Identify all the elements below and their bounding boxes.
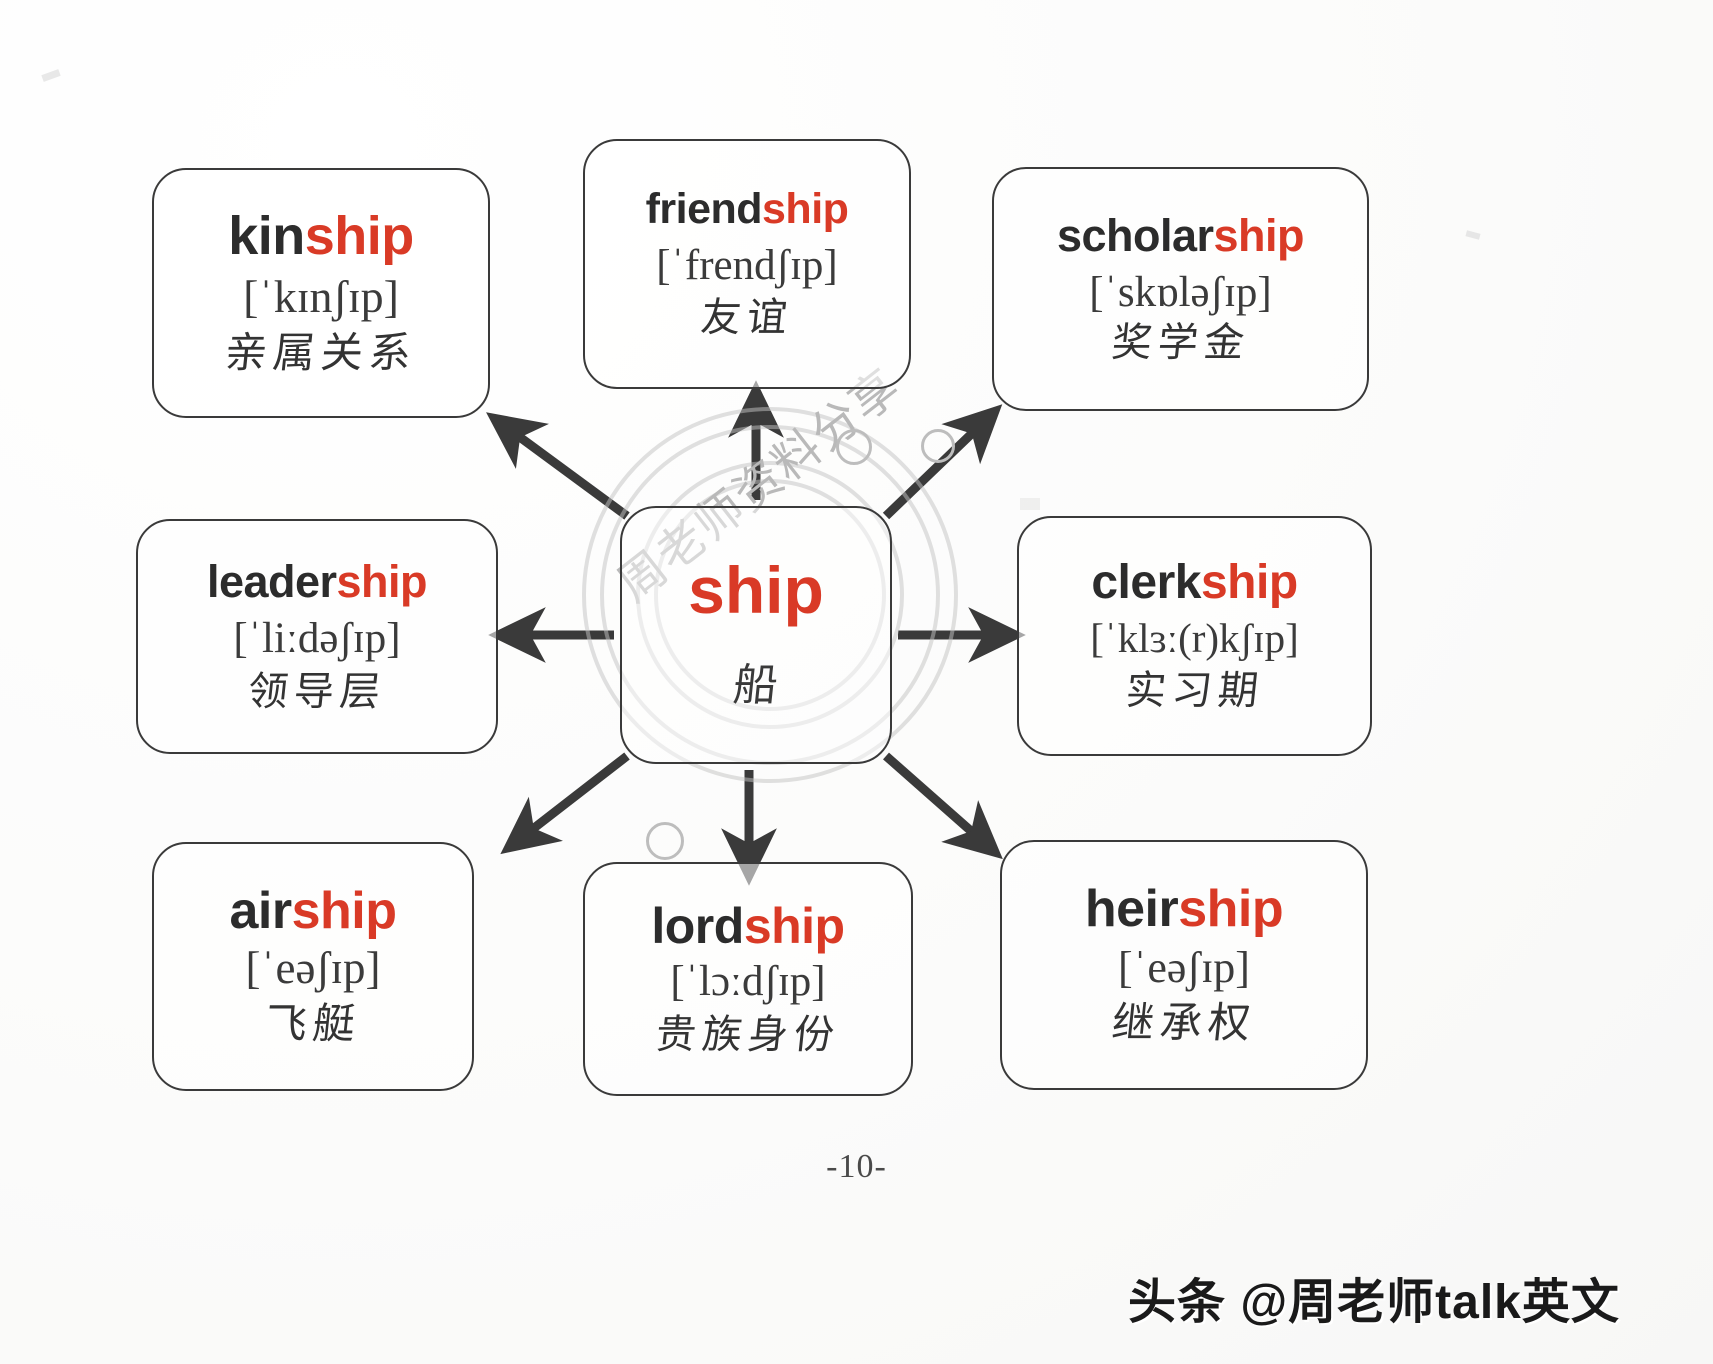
- word-scholarship: scholarship: [1056, 209, 1305, 261]
- ipa-friendship: [ˈfrendʃɪp]: [656, 241, 838, 289]
- scan-speck: [41, 69, 61, 82]
- word-card-kinship[interactable]: kinship [ˈkɪnʃɪp] 亲属关系: [152, 168, 490, 418]
- scan-speck: [1020, 498, 1040, 510]
- word-heirship: heirship: [1084, 879, 1284, 938]
- word-stem: heir: [1084, 879, 1179, 938]
- word-suffix: ship: [1200, 556, 1298, 610]
- word-stem: scholar: [1056, 209, 1214, 261]
- word-suffix: ship: [304, 205, 415, 266]
- word-suffix: ship: [743, 898, 845, 955]
- center-node-ship[interactable]: ship 船: [620, 506, 892, 764]
- center-translation: 船: [730, 661, 781, 710]
- word-suffix: ship: [1178, 879, 1284, 938]
- word-suffix: ship: [336, 556, 428, 608]
- word-card-lordship[interactable]: lordship [ˈlɔːdʃɪp] 贵族身份: [583, 862, 913, 1096]
- ipa-kinship: [ˈkɪnʃɪp]: [243, 270, 399, 322]
- translation-airship: 飞艇: [262, 1002, 364, 1049]
- translation-heirship: 继承权: [1109, 1001, 1259, 1047]
- center-word: ship: [688, 553, 824, 627]
- word-stem: kin: [228, 205, 305, 266]
- word-stem: lord: [651, 898, 744, 955]
- attribution-watermark: 头条 @周老师talk英文: [1128, 1276, 1620, 1329]
- word-lordship: lordship: [651, 898, 845, 955]
- ipa-leadership: [ˈliːdəʃɪp]: [233, 615, 401, 663]
- translation-clerkship: 实习期: [1123, 667, 1266, 713]
- scan-speck: [1465, 230, 1481, 240]
- word-leadership: leadership: [206, 556, 428, 608]
- translation-lordship: 贵族身份: [653, 1011, 843, 1057]
- decorative-circle: [646, 822, 684, 860]
- arrow-to-scholarship: [882, 404, 1003, 520]
- word-card-friendship[interactable]: friendship [ˈfrendʃɪp] 友谊: [583, 139, 911, 389]
- translation-leadership: 领导层: [245, 668, 389, 714]
- word-stem: friend: [645, 184, 763, 233]
- word-stem: air: [229, 881, 292, 940]
- arrow-to-kinship: [486, 412, 630, 520]
- translation-scholarship: 奖学金: [1109, 320, 1252, 366]
- word-stem: leader: [206, 556, 337, 608]
- word-card-airship[interactable]: airship [ˈeəʃɪp] 飞艇: [152, 842, 474, 1091]
- decorative-circle: [836, 429, 872, 465]
- ipa-lordship: [ˈlɔːdʃɪp]: [670, 958, 826, 1006]
- word-airship: airship: [229, 881, 397, 940]
- page-number: -10-: [826, 1148, 887, 1185]
- arrow-to-heirship: [883, 752, 1003, 860]
- word-suffix: ship: [1213, 209, 1305, 261]
- decorative-circle: [921, 429, 955, 463]
- word-card-leadership[interactable]: leadership [ˈliːdəʃɪp] 领导层: [136, 519, 498, 754]
- word-card-heirship[interactable]: heirship [ˈeəʃɪp] 继承权: [1000, 840, 1368, 1090]
- word-clerkship: clerkship: [1091, 556, 1298, 610]
- word-card-clerkship[interactable]: clerkship [ˈklɜː(r)kʃɪp] 实习期: [1017, 516, 1372, 756]
- word-kinship: kinship: [228, 209, 414, 263]
- ipa-heirship: [ˈeəʃɪp]: [1118, 942, 1250, 992]
- word-suffix: ship: [762, 184, 849, 233]
- word-suffix: ship: [291, 881, 397, 940]
- ipa-airship: [ˈeəʃɪp]: [245, 942, 381, 993]
- word-card-scholarship[interactable]: scholarship [ˈskɒləʃɪp] 奖学金: [992, 167, 1369, 411]
- translation-kinship: 亲属关系: [222, 331, 420, 378]
- word-friendship: friendship: [645, 184, 849, 233]
- arrow-to-airship: [500, 752, 630, 855]
- ipa-clerkship: [ˈklɜː(r)kʃɪp]: [1090, 615, 1299, 662]
- ipa-scholarship: [ˈskɒləʃɪp]: [1089, 268, 1272, 316]
- word-stem: clerk: [1091, 556, 1201, 610]
- translation-friendship: 友谊: [698, 295, 796, 341]
